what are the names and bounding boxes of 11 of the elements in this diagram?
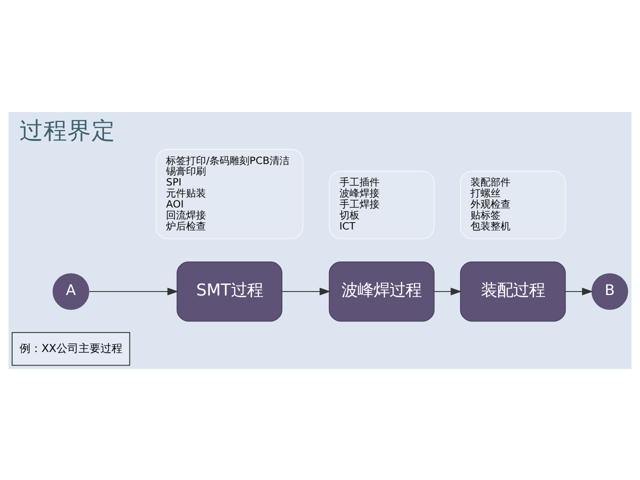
- node-circle: A: [52, 272, 90, 310]
- diagram-title: 过程界定: [20, 116, 116, 144]
- node-box: SMT过程: [176, 260, 282, 322]
- arrow: [434, 287, 462, 295]
- node-box: 装配过程: [460, 260, 566, 322]
- node-box: 波峰焊过程: [328, 260, 435, 322]
- arrow: [565, 287, 593, 295]
- arrow: [88, 287, 178, 295]
- arrow: [282, 287, 331, 295]
- node-circle: B: [592, 272, 628, 310]
- node-box: 例：XX公司主要过程: [12, 332, 130, 366]
